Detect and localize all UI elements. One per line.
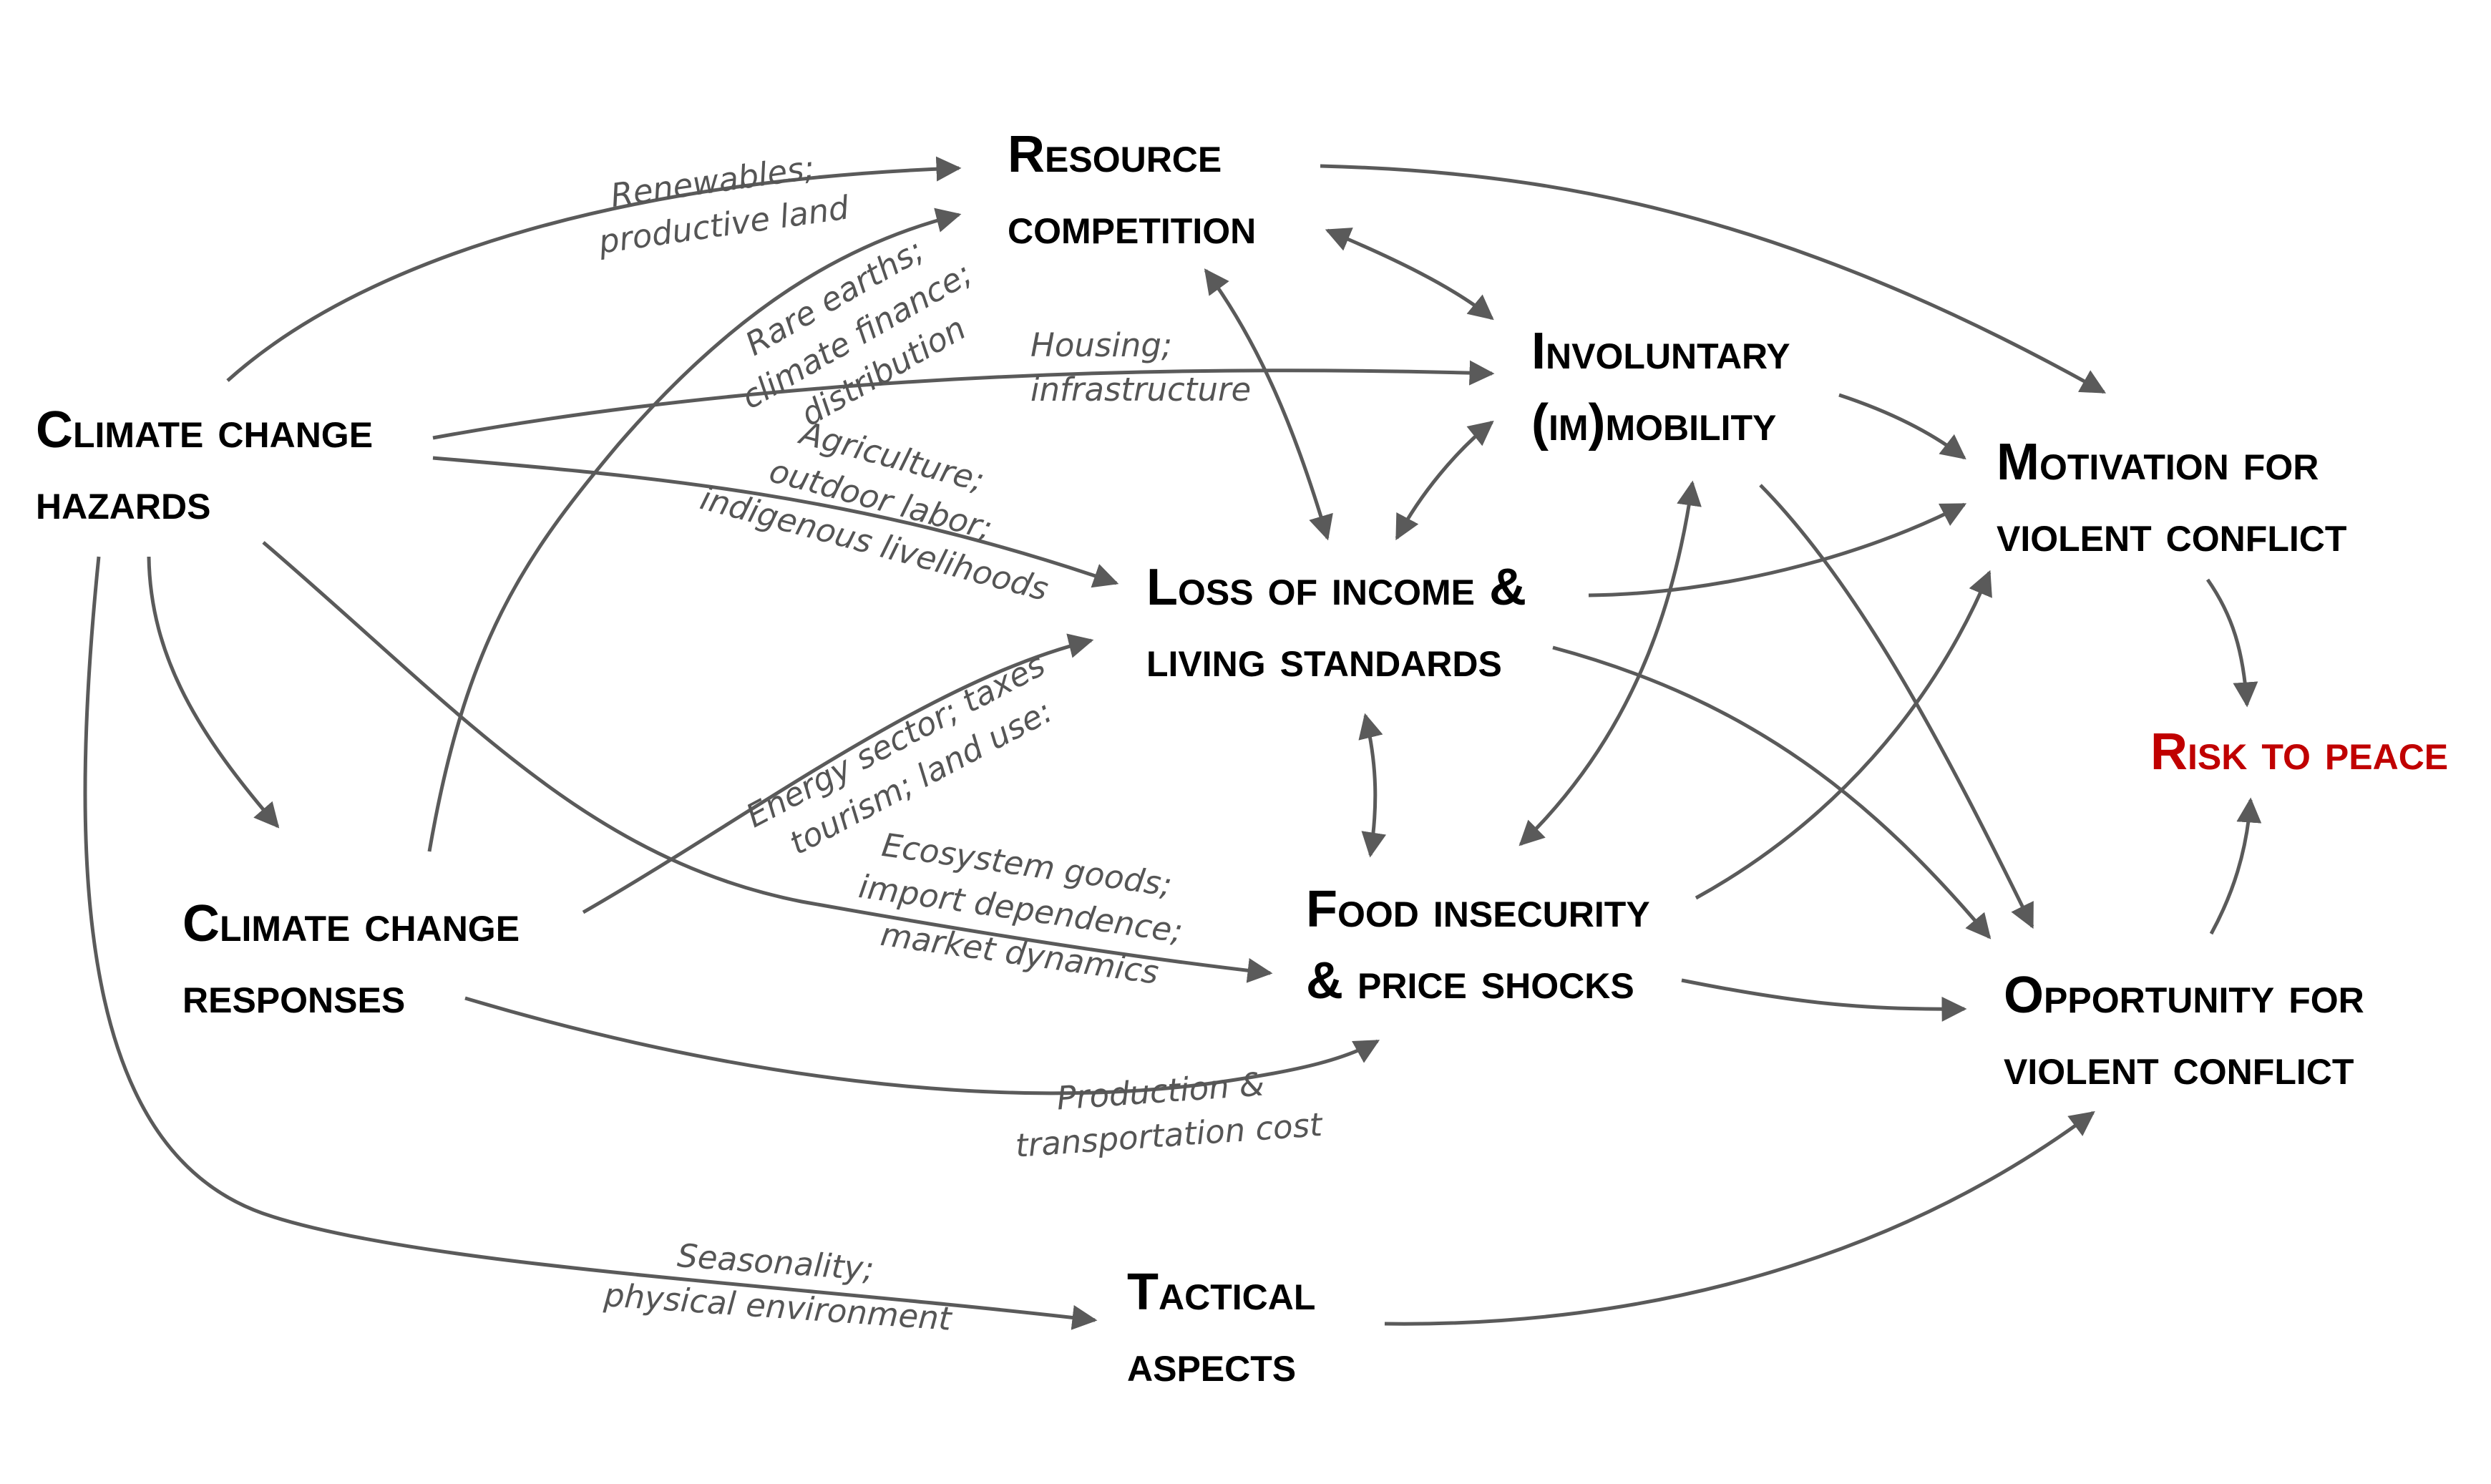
edge-opportunity-risk	[2209, 797, 2262, 935]
edge-income-motivation	[1588, 502, 1967, 597]
node-motivation-for-violent-conflict: Motivation for violent conflict	[1997, 434, 2346, 562]
label-renewables: Renewables; productive land	[590, 145, 852, 261]
edge-tactical-opportunity	[1384, 1110, 2095, 1326]
node-tactical-aspects: Tactical aspects	[1127, 1264, 1330, 1392]
node-involuntary-immobility: Involuntary (im)mobility	[1531, 323, 1805, 451]
edge-hazards-mobility	[432, 360, 1495, 440]
edge-food-opportunity	[1681, 978, 1967, 1022]
label-production: Production & transportation cost	[1011, 1061, 1325, 1165]
edge-mobility-opportunity	[1759, 484, 2034, 929]
label-agriculture: Agriculture; outdoor labor; indigenous l…	[696, 394, 1075, 609]
label-housing: Housing; infrastructure	[1030, 326, 1251, 409]
edge-hazards-food	[262, 541, 1273, 983]
edge-responses-income	[582, 633, 1094, 914]
edge-responses-resource	[427, 208, 962, 852]
node-opportunity-for-violent-conflict: Opportunity for violent conflict	[2004, 967, 2379, 1095]
node-risk-to-peace: Risk to peace	[2150, 723, 2448, 781]
edge-resource-motivation	[1320, 164, 2107, 394]
label-seasonality: Seasonality; physical environment	[602, 1231, 957, 1338]
edge-resource-mobility	[1325, 228, 1494, 321]
edge-hazards-income	[432, 456, 1119, 588]
edge-mobility-food	[1519, 480, 1702, 846]
edge-hazards-tactical	[83, 556, 1098, 1330]
edge-income-food	[1358, 713, 1387, 858]
node-climate-change-hazards: Climate change hazards	[36, 401, 387, 530]
edge-labels: Renewables; productive land Rare earths;…	[590, 145, 1325, 1338]
edge-mobility-income	[1395, 420, 1494, 541]
label-ecosystem: Ecosystem goods; import dependence; mark…	[850, 824, 1201, 996]
edge-motivation-risk	[2205, 578, 2258, 708]
edge-responses-food	[464, 996, 1380, 1095]
edge-food-motivation	[1695, 570, 1992, 900]
nodes: Climate change hazards Climate change re…	[36, 126, 2448, 1392]
edge-hazards-responses	[147, 556, 280, 829]
node-resource-competition: Resource competition	[1008, 126, 1256, 255]
edge-income-opportunity	[1552, 645, 1992, 939]
edge-mobility-motivation	[1838, 393, 1966, 460]
edge-resource-income	[1204, 268, 1333, 541]
edges	[83, 156, 2262, 1330]
node-food-insecurity: Food insecurity & price shocks	[1306, 881, 1664, 1010]
edge-hazards-resource	[226, 156, 962, 382]
node-loss-of-income: Loss of income & living standards	[1146, 559, 1541, 688]
node-climate-change-responses: Climate change responses	[182, 895, 534, 1024]
